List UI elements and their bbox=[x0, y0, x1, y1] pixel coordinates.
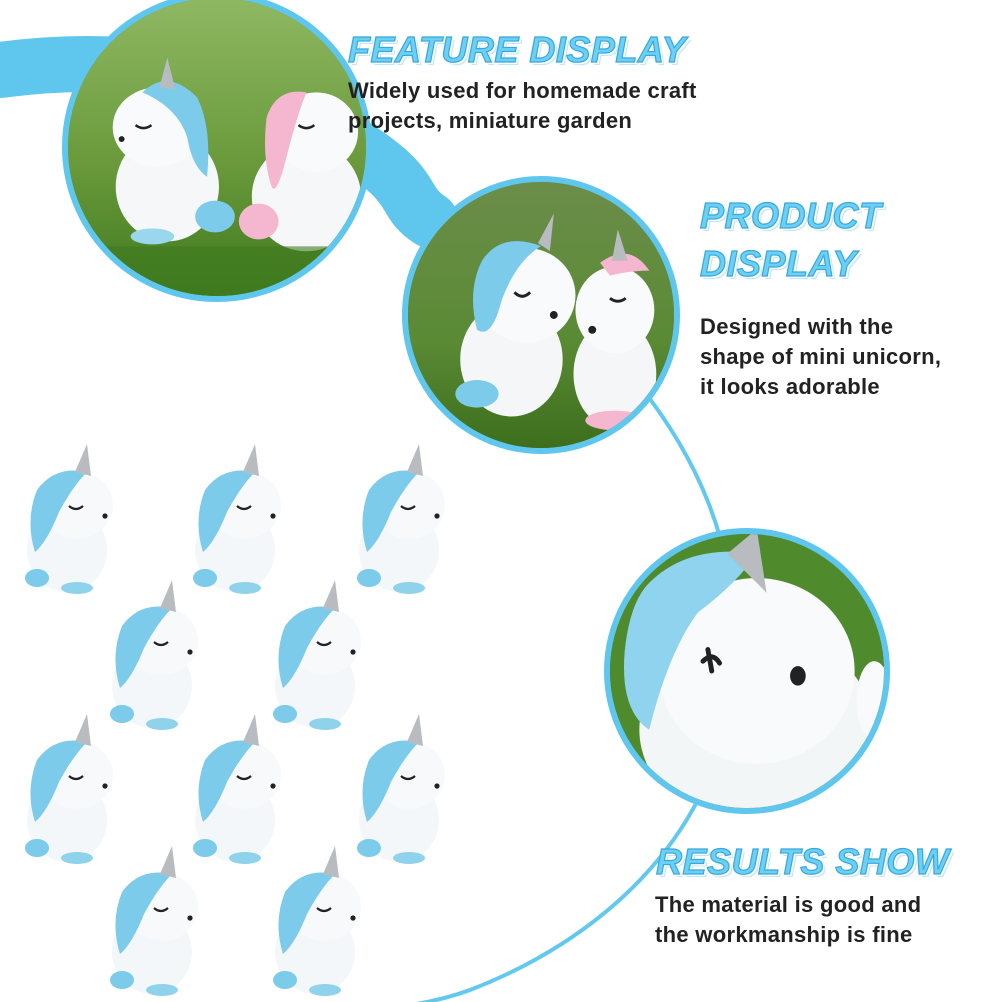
unicorn-blue-2 bbox=[455, 213, 576, 417]
unicorn-figure bbox=[355, 442, 447, 596]
unicorn-pink bbox=[238, 91, 362, 252]
unicorn-figure bbox=[271, 578, 363, 732]
feature-display-desc-line-1: Widely used for homemade craft bbox=[348, 78, 697, 103]
unicorn-blue bbox=[112, 57, 235, 245]
results-show-heading: RESULTS SHOW bbox=[655, 840, 950, 882]
product-display-desc-line-2: shape of mini unicorn, bbox=[700, 344, 942, 369]
unicorn-figure bbox=[355, 712, 447, 866]
unicorn-figure bbox=[191, 442, 283, 596]
unicorn-pink-2 bbox=[573, 229, 657, 431]
unicorn-figure bbox=[108, 578, 200, 732]
unicorn-figure bbox=[23, 712, 115, 866]
product-photo bbox=[402, 176, 680, 454]
product-photo-image bbox=[408, 182, 674, 448]
unicorn-figure bbox=[108, 844, 200, 998]
feature-photo-image bbox=[68, 0, 366, 296]
feature-display-desc-line-2: projects, miniature garden bbox=[348, 108, 633, 133]
product-display-desc-line-3: it looks adorable bbox=[700, 374, 880, 399]
product-display-heading-line-2: DISPLAY bbox=[699, 242, 857, 284]
unicorn-figure bbox=[271, 844, 363, 998]
product-display-heading-line-1: PRODUCT bbox=[699, 194, 882, 236]
results-photo bbox=[604, 528, 890, 814]
feature-photo bbox=[62, 0, 372, 302]
product-display-desc-line-1: Designed with the bbox=[700, 314, 894, 339]
feature-display-heading: FEATURE DISPLAY bbox=[347, 28, 687, 70]
unicorn-figure bbox=[191, 712, 283, 866]
results-show-desc-line-2: the workmanship is fine bbox=[655, 922, 913, 947]
results-show-desc-line-1: The material is good and bbox=[655, 892, 922, 917]
results-photo-image bbox=[610, 534, 884, 808]
unicorn-figure bbox=[23, 442, 115, 596]
